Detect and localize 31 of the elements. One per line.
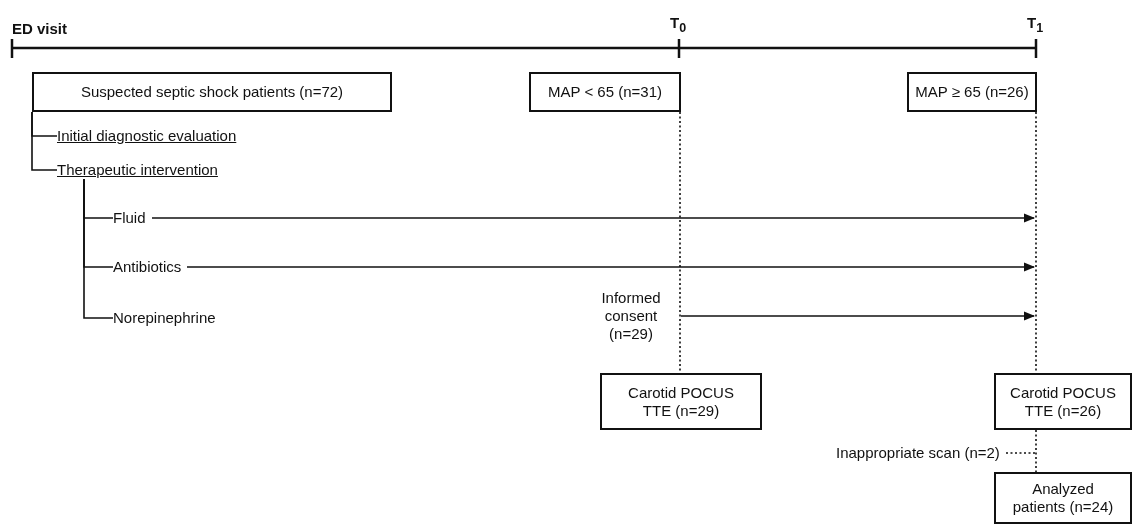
box-label: Suspected septic shock patients (n=72): [80, 83, 344, 101]
box-label: Carotid POCUS TTE (n=26): [1009, 383, 1117, 420]
arrow: [680, 311, 1036, 321]
box-label: MAP < 65 (n=31): [548, 83, 662, 101]
dotted-line: [1035, 429, 1037, 473]
step-label: Norepinephrine: [113, 309, 216, 327]
step-label: Inappropriate scan (n=2): [836, 444, 1000, 462]
time-point-label: T$_{1}$: [1027, 14, 1044, 35]
timeline-start-label: ED visit: [12, 20, 68, 37]
process-box: [994, 472, 1132, 524]
arrow: [186, 262, 1036, 272]
process-box: [529, 72, 681, 112]
time-point-label: T$_{0}$: [670, 14, 687, 35]
box-label: Carotid POCUS TTE (n=29): [627, 383, 735, 420]
connector-line: [83, 178, 114, 319]
dotted-line: [1035, 111, 1037, 374]
box-label: Analyzed patients (n=24): [1011, 480, 1115, 516]
process-box: [994, 373, 1132, 430]
process-box: [32, 72, 392, 112]
box-label: MAP ≥ 65 (n=26): [915, 83, 1029, 101]
process-box: [600, 373, 762, 430]
step-label: Initial diagnostic evaluation: [57, 127, 237, 145]
dotted-line: [679, 111, 681, 374]
step-label: Antibiotics: [113, 258, 182, 276]
step-label: Therapeutic intervention: [57, 161, 218, 179]
step-label: Informed consent (n=29): [596, 289, 666, 351]
connector-line: [31, 111, 58, 171]
step-label: Fluid: [113, 209, 146, 227]
dotted-line: [1005, 452, 1037, 454]
arrow: [151, 213, 1036, 223]
process-box: [907, 72, 1037, 112]
